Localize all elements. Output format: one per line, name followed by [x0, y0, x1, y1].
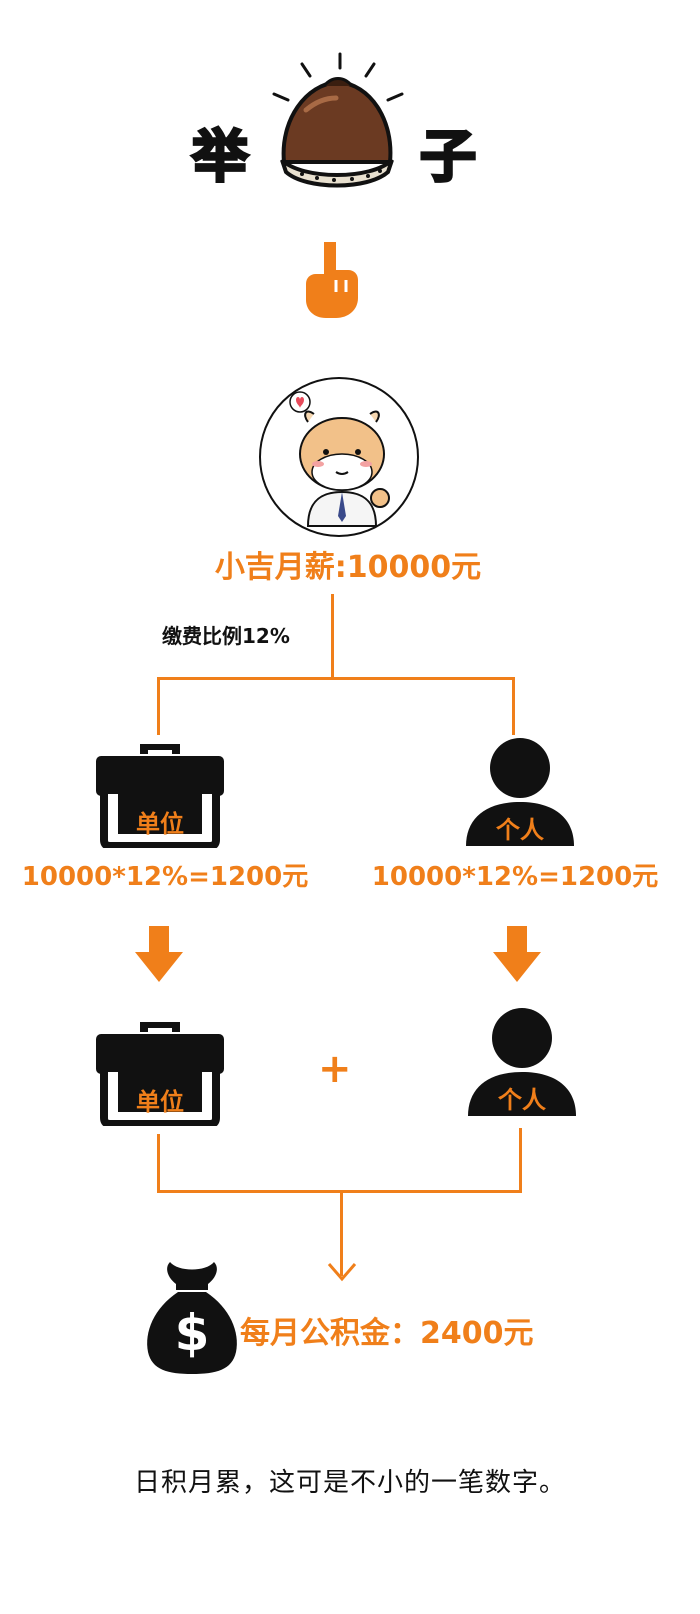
briefcase-icon	[96, 1022, 224, 1126]
merge-line-left	[157, 1134, 160, 1192]
personal-sum-label: 个人	[498, 1086, 546, 1114]
plus-sign: +	[318, 1046, 352, 1092]
employer-label: 单位	[136, 810, 184, 838]
person-icon	[466, 738, 574, 846]
employer-briefcase: 单位	[96, 736, 224, 848]
split-line-right	[512, 677, 515, 735]
salary-label: 小吉月薪:10000元	[214, 550, 482, 585]
split-line-left	[157, 677, 160, 735]
personal-calc: 10000*12%=1200元	[371, 862, 659, 892]
money-bag-icon: $	[144, 1258, 240, 1376]
down-arrow-icon	[493, 926, 541, 982]
result-label: 每月公积金：2400元	[240, 1316, 534, 1351]
personal-person: 个人	[464, 736, 576, 848]
down-arrow-icon	[135, 926, 183, 982]
cow-avatar-icon	[258, 376, 420, 538]
person-icon	[468, 1008, 576, 1116]
money-symbol: $	[174, 1304, 210, 1362]
employer-briefcase-sum: 单位	[96, 1014, 224, 1126]
rate-label: 缴费比例12%	[162, 624, 290, 648]
personal-label: 个人	[496, 816, 544, 844]
briefcase-icon	[96, 744, 224, 848]
merge-line-right	[519, 1128, 522, 1192]
merge-line-center	[340, 1190, 343, 1276]
employer-calc: 10000*12%=1200元	[21, 862, 309, 892]
merge-arrowhead	[327, 1262, 357, 1282]
pointing-finger-icon	[296, 240, 366, 320]
personal-person-sum: 个人	[466, 1006, 578, 1118]
flow-line	[331, 594, 334, 678]
split-line	[157, 677, 515, 680]
merge-line	[157, 1190, 522, 1193]
title-right-char: 子	[419, 124, 478, 192]
employer-sum-label: 单位	[136, 1088, 184, 1116]
title-left-char: 举	[191, 124, 250, 192]
closing-text: 日积月累，这可是不小的一笔数字。	[133, 1468, 566, 1498]
chestnut-icon	[262, 50, 412, 200]
